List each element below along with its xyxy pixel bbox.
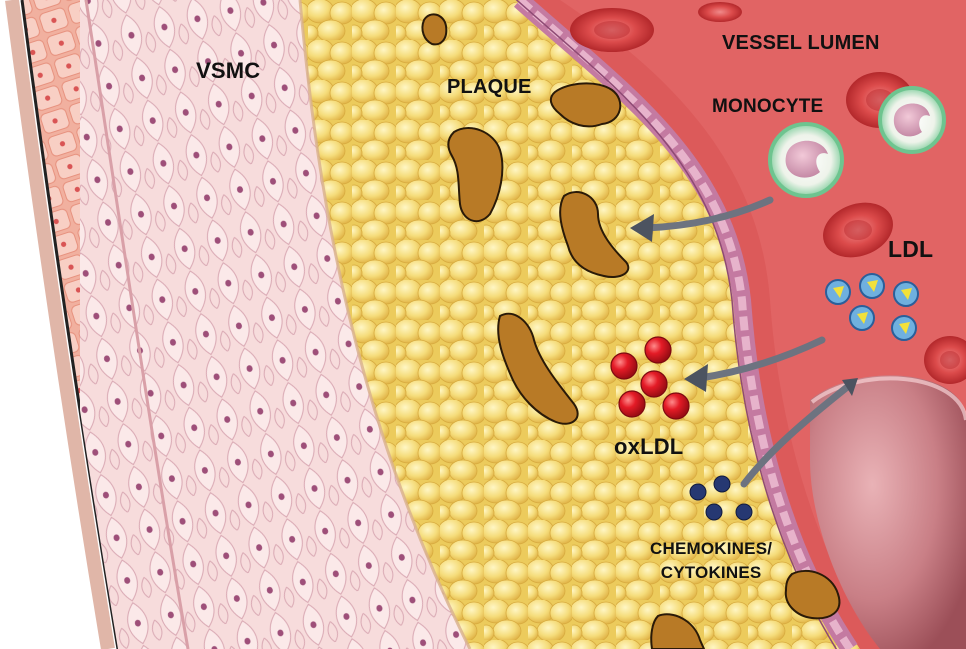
oxldl-label: oxLDL bbox=[614, 434, 683, 460]
ldl-label: LDL bbox=[888, 236, 933, 263]
chemokines-label-line: CHEMOKINES/ bbox=[650, 537, 772, 561]
chemokines-cytokines-label: CHEMOKINES/ CYTOKINES bbox=[650, 537, 772, 585]
monocyte-cell bbox=[770, 124, 842, 196]
monocyte-label: MONOCYTE bbox=[712, 96, 823, 118]
monocyte-cell bbox=[880, 88, 944, 152]
vsmc-label: VSMC bbox=[196, 58, 260, 84]
vessel-lumen-label: VESSEL LUMEN bbox=[722, 32, 880, 55]
plaque-label: PLAQUE bbox=[447, 76, 532, 99]
cytokines-label-line: CYTOKINES bbox=[650, 561, 772, 585]
